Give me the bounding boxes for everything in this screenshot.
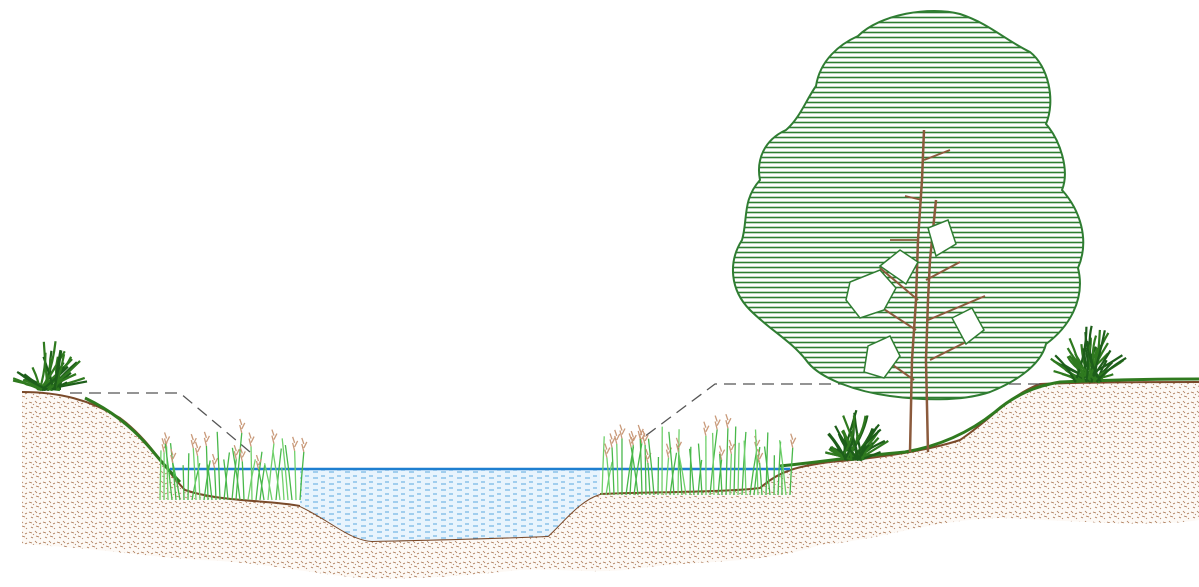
shrub-icon [1051, 326, 1126, 382]
reed-seedhead [791, 434, 796, 448]
reed-blade [617, 444, 618, 495]
reed-seedhead [605, 444, 610, 458]
reed-blade [282, 467, 284, 500]
shrub-icon [825, 410, 888, 460]
reed-blade [215, 468, 216, 500]
reed-blade [242, 461, 244, 500]
reed-seedhead [620, 425, 625, 439]
reed-seedhead [293, 437, 298, 451]
reed-seedhead [715, 416, 720, 430]
reed-seedhead [610, 433, 615, 447]
reed-seedhead [249, 433, 254, 447]
shrub-icon [13, 341, 87, 390]
reed-blade [251, 447, 252, 500]
reed-seedhead [272, 430, 277, 444]
reed-blade [666, 458, 669, 495]
reed-seedhead [234, 445, 239, 459]
reed-blade [188, 453, 189, 500]
reed-blade [602, 436, 604, 495]
reed-seedhead [204, 432, 209, 446]
reed-blade [217, 432, 220, 500]
reed-blade [183, 465, 184, 500]
reed-blade [612, 447, 614, 495]
reed-seedhead [615, 430, 620, 444]
reed-blade [645, 445, 646, 495]
tree-icon [733, 11, 1083, 452]
reed-blade [734, 427, 736, 495]
reed-seedhead [213, 454, 218, 468]
reed-seedhead [726, 414, 731, 428]
reed-blade [730, 454, 731, 495]
reed-seedhead [191, 434, 196, 448]
reed-blade [206, 446, 208, 500]
reed-blade [678, 452, 686, 495]
reed-seedhead [704, 422, 709, 436]
reed-seedhead [240, 447, 245, 461]
reed-seedhead [302, 438, 307, 452]
reed-blade [224, 452, 229, 500]
reed-grass-icon [602, 414, 796, 495]
reed-blade [285, 445, 292, 500]
reed-seedhead [240, 419, 245, 433]
reed-blade [738, 443, 739, 495]
reed-seedhead [729, 440, 734, 454]
reed-blade [713, 433, 714, 495]
reed-blade [726, 428, 728, 495]
reed-seedhead [196, 442, 201, 456]
reed-seedhead [171, 449, 176, 463]
reed-blade [295, 451, 296, 500]
reed-seedhead [643, 431, 648, 445]
reed-blade [648, 463, 650, 495]
